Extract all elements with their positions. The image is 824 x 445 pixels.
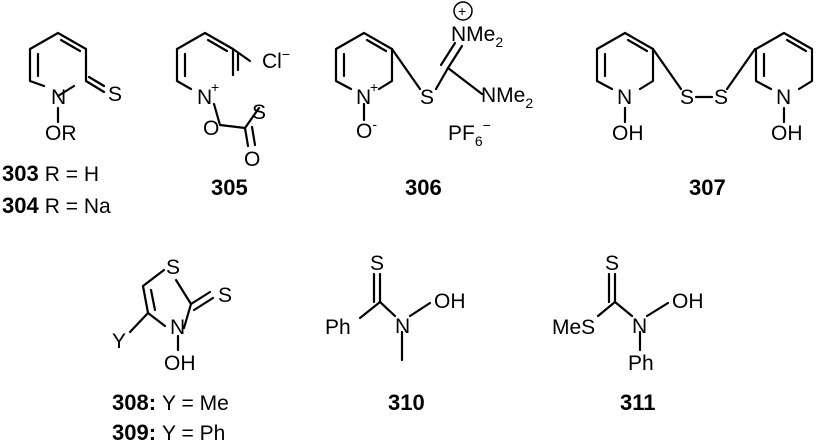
iminium-nme2: NMe2 (451, 23, 503, 50)
or-group: OR (45, 122, 77, 145)
sulfur-atom: S (420, 86, 434, 109)
nitrogen-atom: N (51, 86, 66, 109)
compound-308-309: S S N OH Y 308:Y = Me 309:Y = Ph (112, 256, 232, 445)
thione-sulfur-atom: S (605, 252, 619, 275)
cation-circle (453, 1, 473, 21)
dimethylamino-group: NMe2 (481, 84, 533, 111)
positive-charge: + (370, 79, 378, 95)
compound-number: 307 (689, 175, 726, 200)
compound-number: 311 (620, 390, 656, 415)
hydroxyl-group-2: OH (771, 122, 803, 145)
nitrogen-atom-1: N (617, 86, 632, 109)
hexafluorophosphate-counterion: PF6− (448, 117, 491, 149)
compound-label-309: 309:Y = Ph (112, 420, 225, 445)
ring-bonds (334, 31, 484, 122)
cation-plus: + (458, 3, 466, 19)
sulfur-atom: S (252, 101, 266, 124)
nitrogen-atom: N (356, 86, 371, 109)
nitrogen-atom: N (395, 315, 410, 338)
thione-sulfur-atom: S (370, 252, 384, 275)
positive-charge: + (211, 79, 219, 95)
ring-sulfur-atom: S (166, 256, 180, 279)
phenyl-group: Ph (628, 352, 654, 375)
bonds (358, 272, 432, 362)
compound-label-308: 308:Y = Me (112, 390, 229, 415)
sulfur-atom-1: S (680, 86, 694, 109)
ring-bonds (28, 31, 106, 124)
compound-number: 306 (405, 175, 442, 200)
y-substituent: Y (112, 330, 126, 353)
oxide-oxygen-atom: O- (356, 116, 377, 143)
nitrogen-atom: N (632, 315, 647, 338)
compound-311: S MeS N OH Ph 311 (552, 252, 704, 415)
compound-number: 305 (211, 175, 248, 200)
compound-310: S Ph N OH 310 (325, 252, 466, 415)
ring-bonds (595, 31, 814, 124)
hydroxyl-group-1: OH (612, 122, 644, 145)
hydroxyl-group: OH (164, 352, 196, 375)
ring-bonds (128, 268, 215, 352)
nitrogen-atom: N (170, 316, 185, 339)
bonds (596, 272, 670, 352)
compound-number: 310 (388, 390, 425, 415)
hydroxyl-group: OH (434, 290, 466, 313)
ring-bonds (175, 31, 261, 148)
ring-oxygen-atom: O (203, 117, 219, 140)
compound-306: S N + O- NMe2 + NMe2 PF6− 306 (334, 1, 533, 200)
phenyl-group: Ph (325, 316, 351, 339)
thione-sulfur-atom: S (218, 284, 232, 307)
nitrogen-atom-2: N (776, 86, 791, 109)
compound-307: S S N N OH OH 307 (595, 31, 814, 200)
chloride-counterion: Cl− (262, 46, 290, 73)
sulfur-atom: S (108, 83, 122, 106)
carbonyl-oxygen-atom: O (244, 148, 260, 171)
compound-305: S N + O O Cl− 305 (175, 31, 290, 200)
hydroxyl-group: OH (672, 290, 704, 313)
nitrogen-atom: N (197, 86, 212, 109)
methylthio-group: MeS (552, 316, 595, 339)
sulfur-atom-2: S (714, 86, 728, 109)
